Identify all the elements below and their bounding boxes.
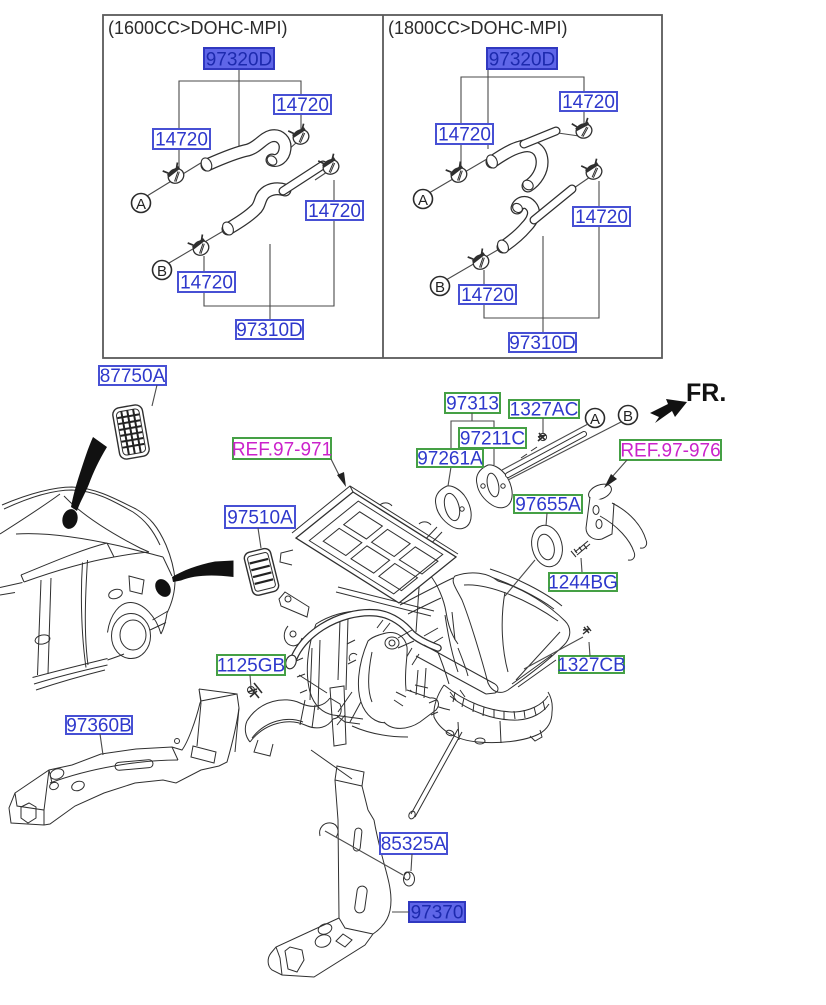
svg-text:14720: 14720 [180,273,233,294]
svg-text:REF.97-971: REF.97-971 [232,440,332,461]
svg-text:1125GB: 1125GB [217,656,285,677]
svg-text:FR.: FR. [686,379,726,407]
svg-text:97211C: 97211C [460,429,525,450]
svg-text:14720: 14720 [308,201,361,222]
svg-text:14720: 14720 [155,130,208,151]
svg-text:97313: 97313 [446,394,499,415]
svg-text:1327AC: 1327AC [510,400,579,421]
svg-text:97655A: 97655A [515,495,581,516]
svg-text:97310D: 97310D [236,320,303,341]
svg-text:97510A: 97510A [227,508,293,529]
svg-text:A: A [136,196,146,213]
svg-text:14720: 14720 [438,125,491,146]
svg-text:A: A [590,411,600,428]
svg-text:97370: 97370 [411,903,464,924]
svg-text:97320D: 97320D [489,50,556,71]
svg-text:97320D: 97320D [206,50,273,71]
svg-text:(1600CC>DOHC-MPI): (1600CC>DOHC-MPI) [108,18,288,38]
svg-text:1327CB: 1327CB [557,655,626,676]
svg-text:85325A: 85325A [381,834,447,855]
svg-text:B: B [623,408,633,425]
svg-text:14720: 14720 [461,285,514,306]
svg-text:97261A: 97261A [417,449,483,470]
svg-text:14720: 14720 [276,95,329,116]
svg-text:97360B: 97360B [66,716,132,737]
svg-text:(1800CC>DOHC-MPI): (1800CC>DOHC-MPI) [388,18,568,38]
svg-text:A: A [418,192,428,209]
svg-text:14720: 14720 [562,92,615,113]
svg-text:B: B [435,279,445,296]
svg-text:REF.97-976: REF.97-976 [620,441,720,462]
svg-text:1244BG: 1244BG [548,573,618,594]
svg-text:97310D: 97310D [509,333,576,354]
svg-text:14720: 14720 [575,207,628,228]
svg-text:B: B [157,263,167,280]
svg-text:87750A: 87750A [100,366,166,387]
